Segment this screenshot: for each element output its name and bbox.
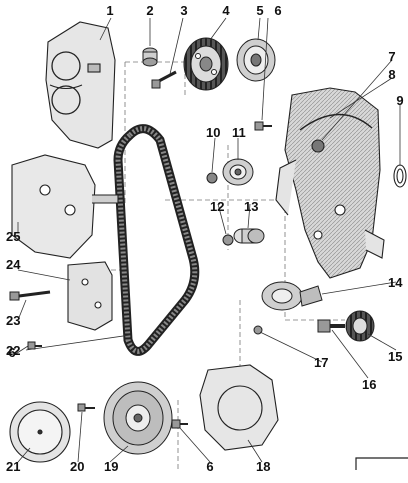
camshaft-spacer-bolt — [142, 47, 158, 67]
callout-19: 19 — [104, 459, 119, 474]
callout-6-left: 6 — [8, 345, 16, 360]
idler-nut — [222, 234, 234, 246]
callout-2: 2 — [146, 3, 154, 18]
callout-11: 11 — [232, 125, 246, 140]
crankshaft-pulley — [103, 381, 173, 455]
callout-25: 25 — [6, 229, 21, 244]
callout-8: 8 — [388, 67, 396, 82]
callout-18: 18 — [256, 459, 271, 474]
mounting-bracket — [67, 261, 113, 331]
tensioner-nut — [206, 172, 218, 184]
callout-23: 23 — [6, 313, 21, 328]
vibration-damper — [9, 401, 71, 463]
callout-4: 4 — [222, 3, 230, 18]
camshaft-pulley — [236, 38, 276, 82]
camshaft-sprocket — [183, 37, 229, 91]
timing-belt — [113, 124, 200, 356]
small-bolt-top — [254, 121, 272, 131]
injection-pump-cover — [11, 154, 119, 259]
lower-timing-cover — [199, 364, 279, 451]
callout-15: 15 — [388, 349, 403, 364]
callout-22: 22 — [6, 343, 21, 358]
callout-9: 9 — [396, 93, 404, 108]
callout-17: 17 — [314, 355, 329, 370]
camshaft-gear-bolt — [151, 70, 177, 89]
callout-12: 12 — [210, 199, 225, 214]
callout-13: 13 — [244, 199, 259, 214]
small-bolt-bottom — [171, 419, 188, 429]
crankshaft-sprocket — [345, 310, 375, 342]
callout-1: 1 — [106, 3, 114, 18]
corner-mark — [355, 457, 408, 470]
seal-ring — [393, 164, 407, 188]
pulley-screw — [77, 403, 95, 412]
callout-20: 20 — [70, 459, 85, 474]
callout-21: 21 — [6, 459, 21, 474]
callout-24: 24 — [6, 257, 21, 272]
water-pump — [261, 281, 323, 311]
tensioner-roller — [222, 158, 254, 186]
callout-10: 10 — [206, 125, 221, 140]
callout-5: 5 — [256, 3, 264, 18]
idler-roller — [233, 228, 265, 244]
callout-3: 3 — [180, 3, 188, 18]
long-bolt — [9, 290, 51, 301]
upper-timing-cover — [45, 21, 116, 149]
callout-6-top: 6 — [274, 3, 282, 18]
crankshaft-bolt — [317, 319, 345, 333]
callout-16: 16 — [362, 377, 377, 392]
callout-7: 7 — [388, 49, 396, 64]
callout-6-bottom: 6 — [206, 459, 214, 474]
callout-14: 14 — [388, 275, 403, 290]
rear-timing-cover — [275, 87, 385, 279]
leader-lines — [13, 17, 401, 463]
